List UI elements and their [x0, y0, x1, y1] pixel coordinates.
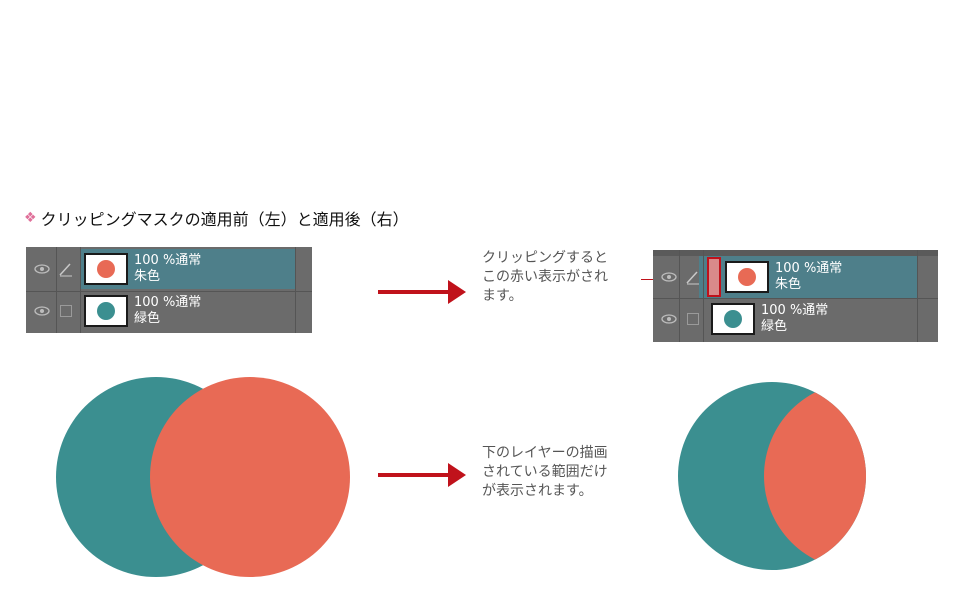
layer-thumbnail: [725, 261, 769, 293]
note-line: されている範囲だけ: [482, 464, 608, 480]
note-line: この赤い表示がされ: [482, 269, 608, 285]
eye-icon[interactable]: [657, 307, 681, 331]
layer-opacity-mode: 100 %通常: [134, 253, 202, 268]
caption-text: クリッピングマスクの適用前（左）と適用後（右）: [40, 210, 409, 229]
layer-name: 朱色: [775, 277, 802, 292]
layer-opacity-mode: 100 %通常: [134, 295, 202, 310]
note-line: ます。: [482, 288, 523, 304]
lock-checkbox[interactable]: [54, 299, 78, 323]
note-line: 下のレイヤーの描画: [482, 445, 608, 461]
diamond-icon: ❖: [24, 210, 37, 226]
layer-panel-before: 100 %通常 朱色 100 %通常 緑色: [26, 247, 312, 333]
right-arrow-icon: [378, 280, 466, 304]
layer-opacity-mode: 100 %通常: [775, 261, 843, 276]
layer-thumbnail: [711, 303, 755, 335]
layer-row-green[interactable]: 100 %通常 緑色: [653, 298, 938, 340]
clipping-indicator: [707, 257, 721, 297]
thumbnail-circle: [97, 260, 115, 278]
clip-indicator-note: クリッピングすると この赤い表示がされ ます。: [482, 249, 608, 306]
before-illustration: [56, 377, 350, 577]
layer-row-vermilion[interactable]: 100 %通常 朱色: [26, 249, 312, 289]
note-line: が表示されます。: [482, 483, 593, 499]
after-illustration: [678, 382, 866, 570]
figure-caption: ❖ クリッピングマスクの適用前（左）と適用後（右）: [24, 206, 409, 230]
thumbnail-circle: [97, 302, 115, 320]
thumbnail-circle: [724, 310, 742, 328]
layer-row-green[interactable]: 100 %通常 緑色: [26, 291, 312, 331]
note-line: クリッピングすると: [482, 250, 608, 266]
layer-thumbnail: [84, 253, 128, 285]
eye-icon[interactable]: [30, 257, 54, 281]
right-arrow-icon: [378, 463, 466, 487]
eye-icon[interactable]: [30, 299, 54, 323]
layer-name: 朱色: [134, 269, 161, 284]
layer-panel-after: 100 %通常 朱色 100 %通常 緑色: [653, 250, 938, 342]
layer-name: 緑色: [761, 319, 788, 334]
thumbnail-circle: [738, 268, 756, 286]
vermilion-circle: [150, 377, 350, 577]
layer-row-vermilion[interactable]: 100 %通常 朱色: [653, 256, 938, 298]
layer-name: 緑色: [134, 311, 161, 326]
layer-thumbnail: [84, 295, 128, 327]
lock-checkbox[interactable]: [681, 307, 705, 331]
pencil-icon[interactable]: [681, 265, 705, 289]
result-note: 下のレイヤーの描画 されている範囲だけ が表示されます。: [482, 444, 608, 501]
eye-icon[interactable]: [657, 265, 681, 289]
clipped-vermilion-shape: [764, 382, 866, 570]
layer-opacity-mode: 100 %通常: [761, 303, 829, 318]
pencil-icon[interactable]: [54, 257, 78, 281]
